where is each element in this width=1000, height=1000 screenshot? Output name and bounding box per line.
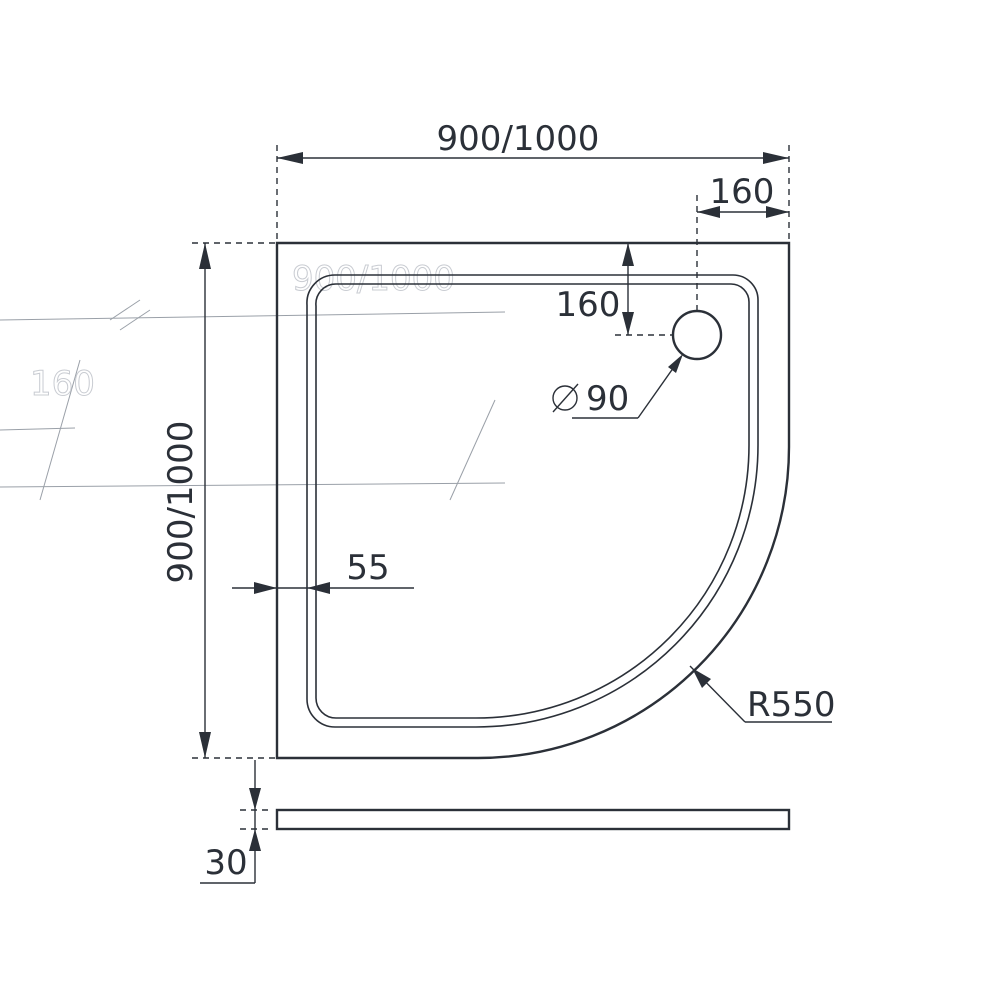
ghost-line-lower [0,482,506,488]
ghost-artifacts: 160 900/1000 [0,259,506,501]
arrow-diameter [668,354,683,373]
arrow-drain-x-left [697,206,720,218]
arrow-height-top [249,788,261,810]
drain-circle [671,309,723,361]
arrow-depth-bottom [199,732,211,758]
diameter-symbol-icon [552,385,578,411]
dim-drain-offset-y: 160 [556,242,789,336]
basin-inner-line [315,283,750,719]
basin-outer-line [306,274,759,728]
arrow-drain-y-bottom [622,312,634,335]
label-drain-offset-y: 160 [556,285,621,325]
ghost-line-upper [0,311,506,321]
dim-radius: R550 [689,665,836,725]
arrow-rim-right [307,582,330,594]
arrow-drain-x-right [766,206,789,218]
diameter-symbol-slash [552,383,579,413]
dim-height: 30 [200,760,270,884]
dim-drain-offset-x: 160 [696,172,789,311]
arrow-rim-left [254,582,277,594]
label-rim-width: 55 [346,548,389,588]
ghost-slant-1 [39,359,81,501]
label-radius: R550 [747,685,836,725]
arrow-left [277,152,303,164]
tray-side-profile [275,808,791,831]
dim-overall-width: 900/1000 [276,119,790,243]
ghost-line-mid [0,427,76,431]
dim-drain-diameter: 90 [552,354,683,419]
dim-rim-width: 55 [232,548,414,594]
label-overall-width: 900/1000 [437,119,600,159]
label-overall-depth: 900/1000 [161,421,201,584]
tray-outer-outline [275,241,791,760]
arrow-drain-y-top [622,243,634,266]
label-height: 30 [204,843,247,883]
arrow-depth-top [199,243,211,269]
ghost-tick-1 [109,299,141,321]
ghost-tick-2 [119,309,151,331]
dim-overall-depth: 900/1000 [161,242,277,759]
label-drain-diameter: 90 [586,379,629,419]
ghost-label-160: 160 [30,364,95,404]
label-drain-offset-x: 160 [710,172,775,212]
ghost-slant-2 [449,399,496,501]
arrow-height-bottom [249,829,261,851]
arrow-radius [692,668,711,688]
arrow-right [763,152,789,164]
ghost-label-width: 900/1000 [292,259,455,299]
